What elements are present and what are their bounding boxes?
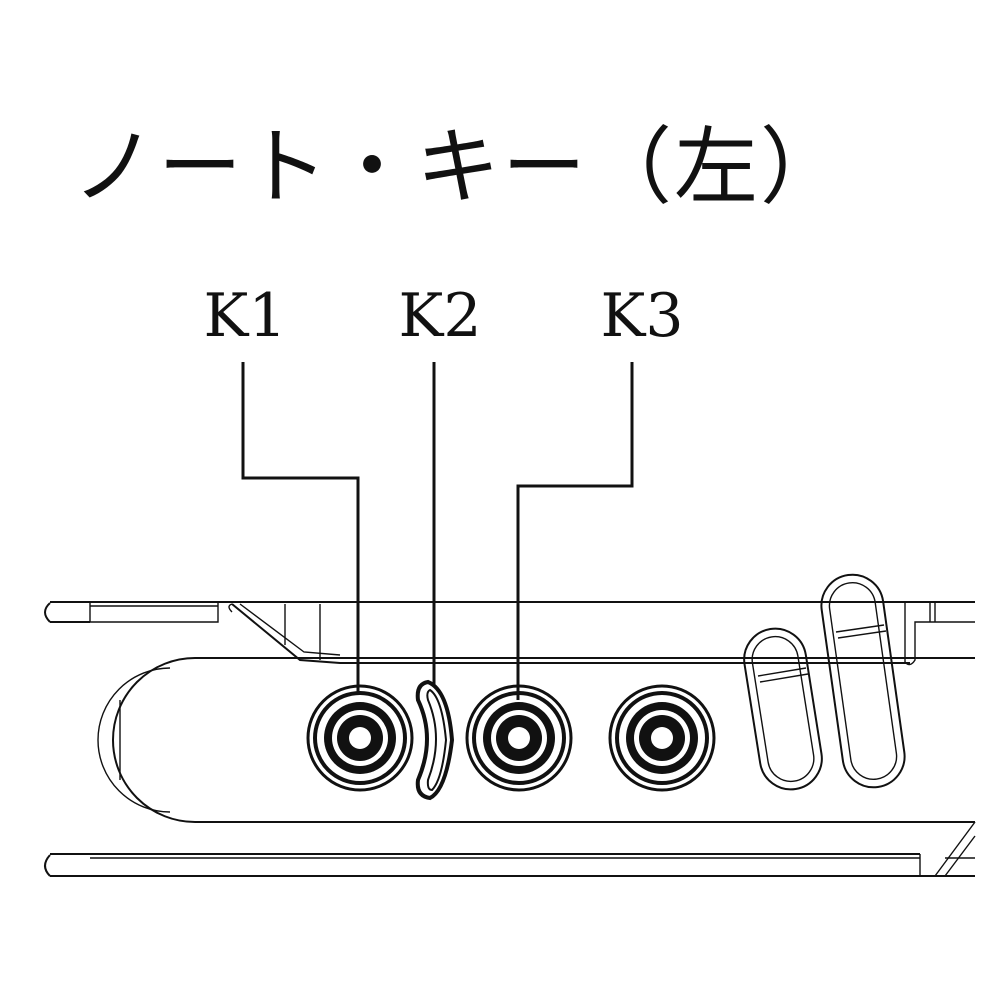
note-key-k2 — [415, 679, 455, 801]
key-label-k3: K3 — [601, 281, 684, 351]
key-label-k1: K1 — [204, 281, 287, 351]
leader-line-k3 — [516, 362, 634, 700]
oval-key-small — [743, 627, 823, 791]
page-title: ノート・キー（左） — [72, 118, 846, 216]
note-key-k1 — [306, 684, 414, 792]
note-key-k3 — [465, 684, 573, 792]
oval-key-large — [820, 573, 906, 789]
key-label-k2: K2 — [399, 281, 482, 351]
round-key-4 — [608, 684, 716, 792]
leader-line-k1 — [241, 362, 360, 695]
instrument-body — [44, 601, 976, 877]
